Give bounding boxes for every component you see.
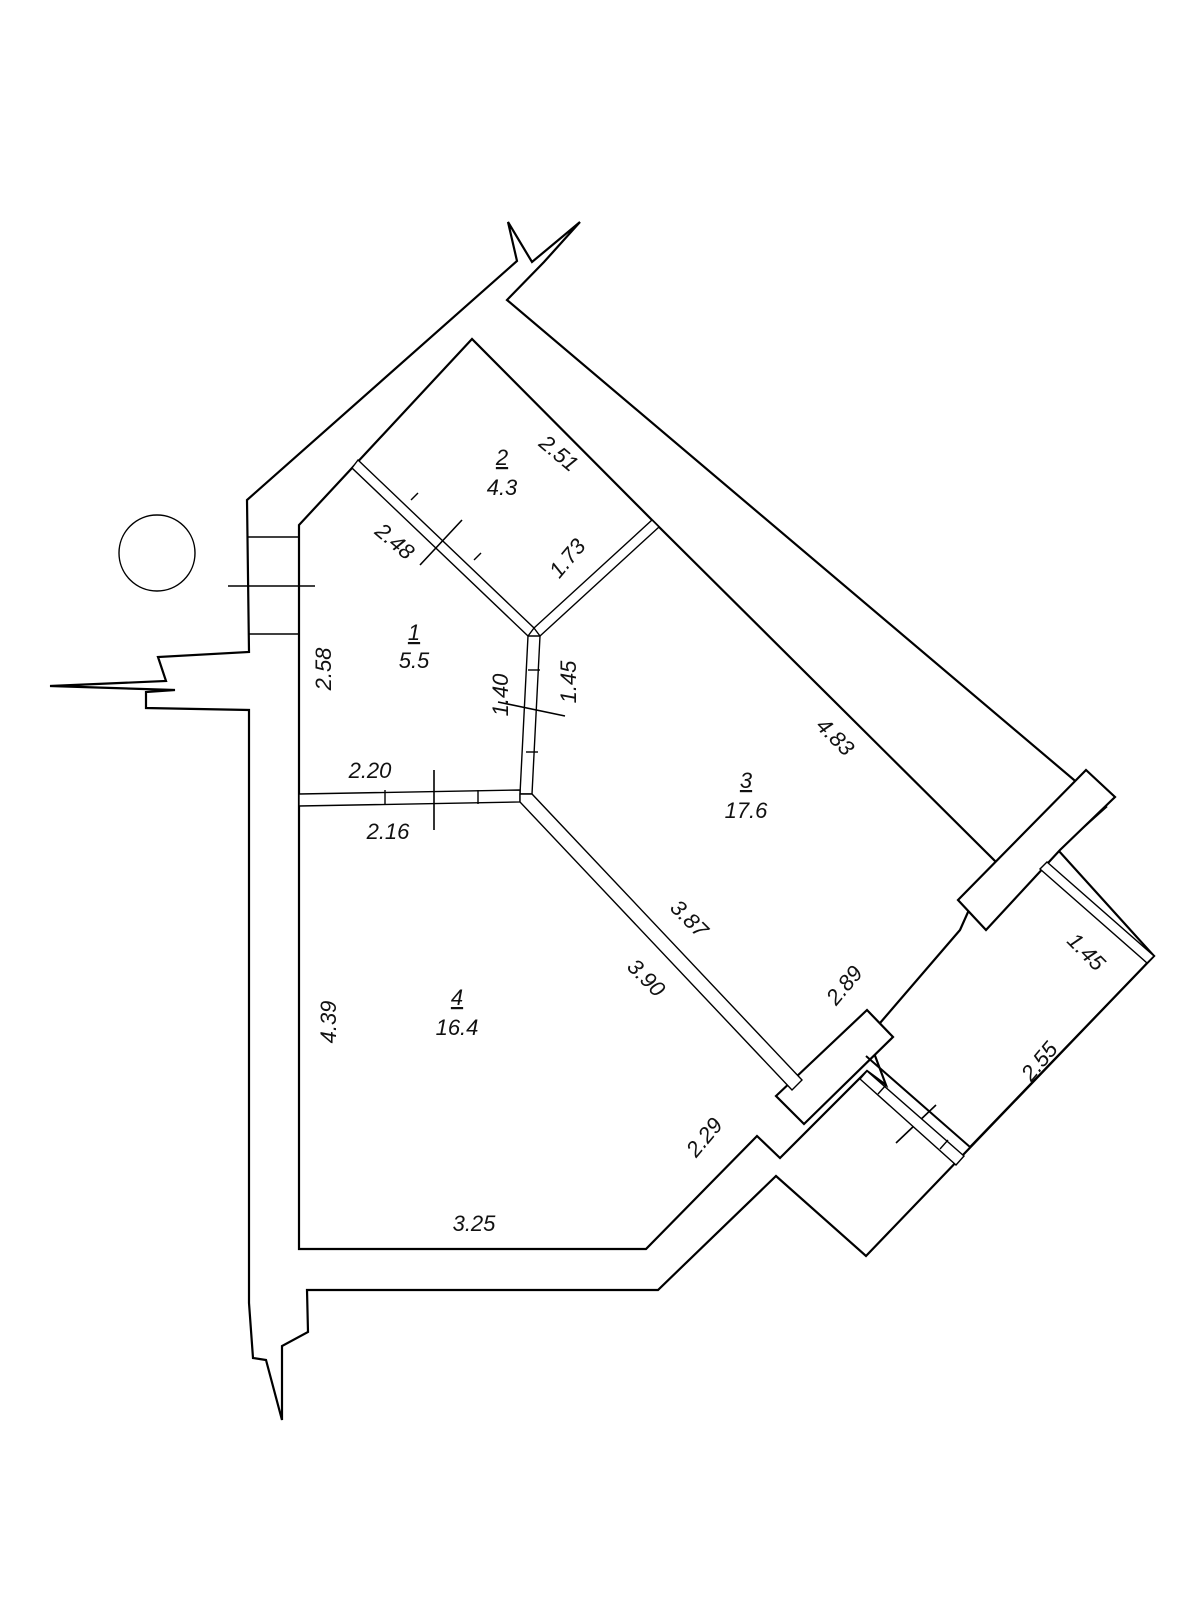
room-area: 16.4 bbox=[436, 1015, 479, 1040]
right-pier-upper bbox=[956, 768, 1117, 932]
room-number: 3 bbox=[740, 768, 753, 793]
dim-2-89: 2.89 bbox=[820, 961, 867, 1011]
room-label-3: 3 17.6 bbox=[725, 768, 769, 823]
right-pier-lower bbox=[774, 1008, 895, 1126]
room-area: 4.3 bbox=[487, 475, 518, 500]
outer-wall bbox=[49, 221, 1156, 1421]
dim-3-87: 3.87 bbox=[665, 895, 713, 943]
room-label-4: 4 16.4 bbox=[436, 985, 479, 1040]
room-number: 4 bbox=[451, 985, 463, 1010]
dim-3-25: 3.25 bbox=[453, 1211, 497, 1236]
dim-4-39: 4.39 bbox=[316, 1001, 341, 1044]
partition-balcony-right bbox=[1038, 861, 1156, 964]
door-gap-1a bbox=[410, 492, 419, 501]
partition-room1-room4 bbox=[298, 789, 521, 807]
room-number: 2 bbox=[495, 445, 508, 470]
partition-room1-room3 bbox=[519, 635, 541, 795]
dim-3-90: 3.90 bbox=[622, 954, 670, 1002]
dim-2-16: 2.16 bbox=[366, 819, 411, 844]
partition-room3-room4 bbox=[519, 793, 803, 1092]
door-tick-2 bbox=[497, 701, 566, 717]
dim-2-58: 2.58 bbox=[311, 647, 336, 692]
dim-2-29: 2.29 bbox=[680, 1113, 727, 1163]
balcony-door-gap-b bbox=[939, 1139, 949, 1150]
room-area: 5.5 bbox=[399, 648, 430, 673]
balcony-door-gap-a bbox=[877, 1084, 887, 1095]
partition-balcony-door bbox=[859, 1070, 965, 1166]
orientation-circle bbox=[118, 514, 196, 592]
dim-1-73: 1.73 bbox=[544, 533, 591, 582]
dim-2-20: 2.20 bbox=[348, 758, 393, 783]
dim-1-45-a: 1.45 bbox=[556, 660, 581, 704]
room-number: 1 bbox=[408, 620, 420, 645]
door-tick-1 bbox=[419, 519, 463, 566]
room-label-2: 2 4.3 bbox=[487, 445, 518, 500]
room-label-1: 1 5.5 bbox=[399, 620, 430, 673]
dim-1-40: 1.40 bbox=[488, 673, 513, 717]
partition-room2-room3 bbox=[533, 519, 661, 638]
door-gap-1b bbox=[473, 552, 482, 561]
room-area: 17.6 bbox=[725, 798, 769, 823]
